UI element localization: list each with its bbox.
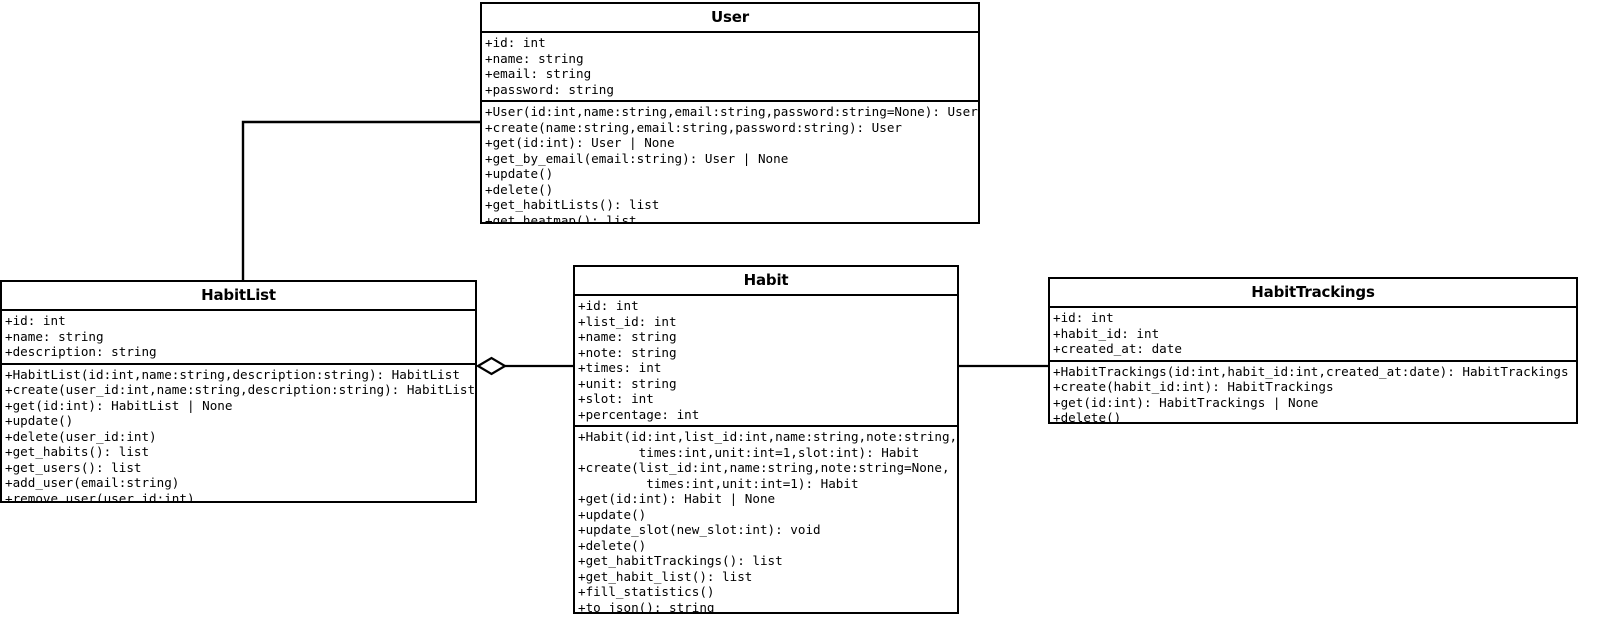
class-methods-user: +User(id:int,name:string,email:string,pa…	[482, 102, 978, 224]
attribute-row: +id: int	[5, 313, 66, 328]
class-attributes-habit: +id: int +list_id: int +name: string +no…	[575, 296, 957, 427]
class-title-user: User	[482, 4, 978, 33]
attribute-row: +created_at: date	[1053, 341, 1182, 356]
method-row: +remove_user(user_id:int)	[5, 490, 195, 503]
method-row: +get_habit_list(): list	[578, 568, 753, 584]
aggregation-diamond-icon	[475, 356, 508, 376]
method-row: +delete()	[485, 181, 554, 197]
class-attributes-habittrackings: +id: int +habit_id: int +created_at: dat…	[1050, 308, 1576, 362]
method-row: +Habit(id:int,list_id:int,name:string,no…	[578, 429, 958, 444]
class-box-habit[interactable]: Habit +id: int +list_id: int +name: stri…	[573, 265, 959, 614]
method-row: +fill_statistics()	[578, 584, 715, 599]
attribute-row: +times: int	[578, 360, 662, 375]
method-row: +get(id:int): Habit | None	[578, 491, 776, 506]
method-row: +get_habits(): list	[5, 444, 150, 459]
attribute-row: +unit: string	[578, 375, 677, 391]
method-row: +create(list_id:int,name:string,note:str…	[578, 460, 950, 475]
attribute-row: +id: int	[578, 298, 639, 313]
method-row: +get_habitTrackings(): list	[578, 553, 783, 568]
attribute-row: +name: string	[5, 328, 104, 344]
class-methods-habit: +Habit(id:int,list_id:int,name:string,no…	[575, 427, 958, 614]
attribute-row: +habit_id: int	[1053, 325, 1160, 341]
method-row: +create(name:string,email:string,passwor…	[485, 119, 903, 135]
method-row: +delete(user_id:int)	[5, 428, 157, 444]
method-row: +update()	[485, 166, 554, 181]
method-row: +get(id:int): User | None	[485, 135, 675, 150]
connector-user-habitlist	[241, 120, 480, 280]
method-row: +HabitTrackings(id:int,habit_id:int,crea…	[1053, 363, 1569, 379]
class-box-habitlist[interactable]: HabitList +id: int +name: string +descri…	[0, 280, 477, 503]
method-row: +delete()	[1053, 410, 1122, 424]
class-attributes-habitlist: +id: int +name: string +description: str…	[2, 311, 475, 365]
attribute-row: +password: string	[485, 81, 614, 97]
class-methods-habitlist: +HabitList(id:int,name:string,descriptio…	[2, 365, 476, 503]
attribute-row: +list_id: int	[578, 313, 677, 329]
method-row: +get_habitLists(): list	[485, 197, 660, 212]
attribute-row: +email: string	[485, 66, 592, 81]
method-row: +update()	[578, 506, 647, 522]
method-row: +to_json(): string	[578, 599, 715, 614]
method-row: +update()	[5, 413, 74, 428]
method-row: +update_slot(new_slot:int): void	[578, 522, 821, 537]
class-title-habitlist: HabitList	[2, 282, 475, 311]
attribute-row: +slot: int	[578, 391, 654, 406]
attribute-row: +description: string	[5, 344, 157, 359]
attribute-row: +id: int	[485, 35, 546, 50]
method-row: +create(habit_id:int): HabitTrackings	[1053, 379, 1334, 394]
attribute-row: +name: string	[485, 50, 584, 66]
method-row: times:int,unit:int=1): Habit	[578, 475, 859, 491]
method-row: +get(id:int): HabitList | None	[5, 397, 233, 413]
class-box-user[interactable]: User +id: int +name: string +email: stri…	[480, 2, 980, 224]
method-row: +delete()	[578, 537, 647, 553]
method-row: +User(id:int,name:string,email:string,pa…	[485, 104, 978, 119]
method-row: +get_heatmap(): list	[485, 212, 637, 224]
class-box-habittrackings[interactable]: HabitTrackings +id: int +habit_id: int +…	[1048, 277, 1578, 424]
class-attributes-user: +id: int +name: string +email: string +p…	[482, 33, 978, 102]
class-title-habittrackings: HabitTrackings	[1050, 279, 1576, 308]
class-title-habit: Habit	[575, 267, 957, 296]
class-methods-habittrackings: +HabitTrackings(id:int,habit_id:int,crea…	[1050, 362, 1576, 424]
attribute-row: +name: string	[578, 329, 677, 344]
method-row: +add_user(email:string)	[5, 475, 180, 490]
method-row: +create(user_id:int,name:string,descript…	[5, 382, 476, 397]
attribute-row: +note: string	[578, 344, 677, 360]
attribute-row: +id: int	[1053, 310, 1114, 325]
method-row: +get_users(): list	[5, 459, 142, 475]
method-row: +get(id:int): HabitTrackings | None	[1053, 394, 1319, 410]
attribute-row: +percentage: int	[578, 406, 700, 422]
method-row: +get_by_email(email:string): User | None	[485, 150, 789, 166]
method-row: +HabitList(id:int,name:string,descriptio…	[5, 366, 460, 382]
method-row: times:int,unit:int=1,slot:int): Habit	[578, 444, 920, 460]
